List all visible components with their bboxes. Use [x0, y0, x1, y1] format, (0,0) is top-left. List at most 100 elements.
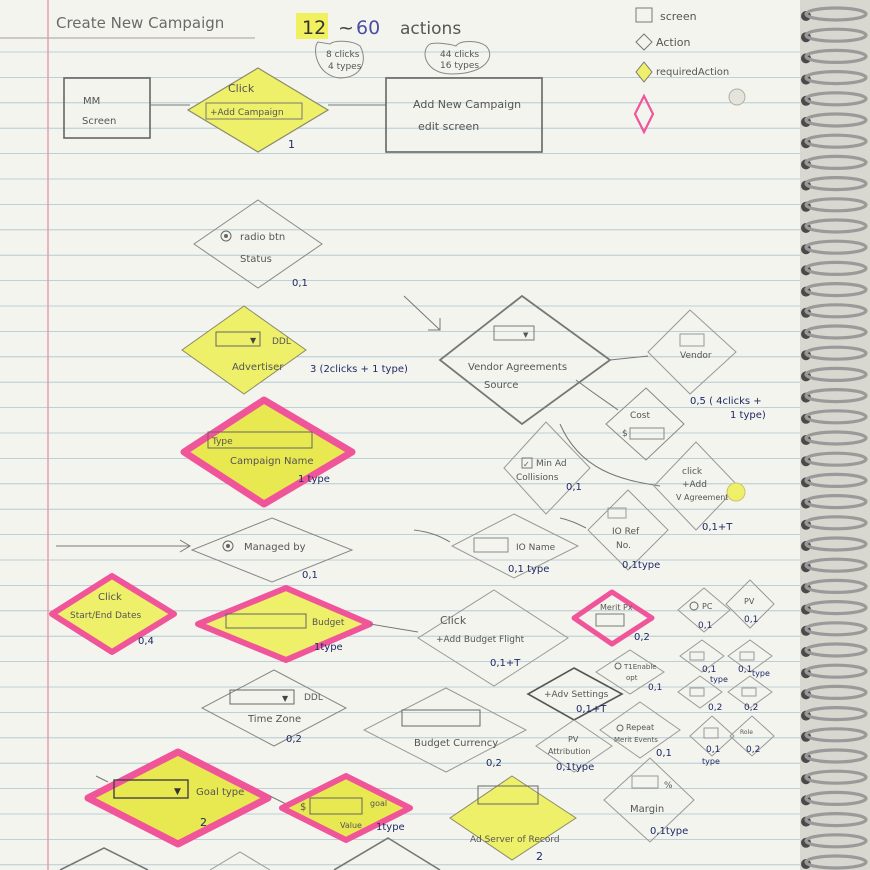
- status-diamond: [193, 199, 323, 289]
- edge-to-vendor: [609, 355, 649, 361]
- vendor-diamond: [647, 309, 737, 395]
- io-ref-label: IO Ref: [612, 527, 640, 537]
- edge-to-budget-flight: [369, 623, 419, 633]
- rule-lines: [0, 51, 800, 866]
- pc-label: PC: [702, 602, 713, 611]
- add-vagreement-click: click: [682, 467, 703, 477]
- vendor-ddl-sketch: [679, 333, 705, 347]
- small-setting-b-input: [739, 651, 755, 661]
- goal-type-ddl-sketch: [113, 779, 189, 799]
- goal-type-count: 2: [200, 816, 207, 829]
- radio-icon: [614, 662, 622, 670]
- checkbox-icon: [521, 457, 533, 469]
- add-campaign-diamond: [186, 67, 330, 153]
- advertiser-diamond: [181, 305, 307, 395]
- spiral-binding: [801, 6, 868, 870]
- budget-input-sketch: [225, 613, 307, 629]
- min-count-highlight: [296, 13, 328, 39]
- small-setting-e-input: [703, 727, 719, 739]
- radio-dot-icon: [224, 234, 228, 238]
- small-setting-b-diamond: [727, 639, 773, 673]
- spiral-coil: [804, 769, 868, 785]
- spiral-coil: [804, 366, 868, 382]
- goal-value-goal: goal: [370, 799, 387, 808]
- edit-screen-label-2: edit screen: [418, 120, 479, 133]
- edge-to-goal-type: [95, 775, 109, 783]
- mm-screen-label-1: MM: [83, 96, 100, 107]
- spiral-coil: [804, 154, 868, 170]
- status-label: Status: [240, 254, 272, 265]
- edge-to-goal-value: [269, 795, 287, 805]
- add-vagreement-label: V Agreement: [676, 493, 728, 502]
- min-note-types: 4 types: [328, 62, 362, 72]
- spiral-coil: [804, 705, 868, 722]
- radio-dot-icon: [226, 544, 230, 548]
- cost-currency-symbol: $: [622, 429, 628, 439]
- spiral-coil: [804, 833, 868, 849]
- pv-attribution-count: 0,1type: [556, 762, 594, 773]
- status-radio-label: radio btn: [240, 232, 285, 243]
- start-end-label: Start/End Dates: [70, 611, 141, 621]
- ad-server-count: 2: [536, 850, 543, 863]
- margin-count: 0,1type: [650, 826, 688, 837]
- vendor-agreements-label: Vendor Agreements: [468, 362, 567, 373]
- pv-attribution-label: Attribution: [548, 747, 591, 756]
- pv-attribution-pv: PV: [568, 735, 579, 744]
- small-setting-e-diamond: [689, 715, 735, 757]
- add-vagreement-count: 0,1+T: [702, 522, 733, 533]
- spiral-coil: [804, 282, 868, 298]
- legend-required-symbol: [635, 61, 653, 83]
- start-end-dates-diamond: [49, 573, 177, 655]
- spiral-coil: [804, 112, 868, 128]
- campaign-name-type: Type: [211, 437, 233, 447]
- managed-by-count: 0,1: [302, 570, 318, 581]
- goal-value-currency: $: [300, 802, 306, 813]
- small-setting-d-input: [741, 687, 757, 697]
- vendor-label: Vendor: [680, 351, 712, 361]
- t1-enable-count: 0,1: [648, 683, 662, 693]
- small-setting-d-diamond: [727, 675, 773, 709]
- add-vagreement-plus: +Add: [682, 480, 707, 490]
- pv-count: 0,1: [744, 615, 758, 625]
- small-setting-a-sub: type: [710, 675, 728, 684]
- spiral-coil: [804, 409, 868, 425]
- edge-to-add-vagreement: [559, 423, 661, 487]
- small-setting-a-input: [689, 651, 705, 661]
- cost-input-sketch: [629, 427, 665, 440]
- min-ad-collisions: Collisions: [516, 473, 559, 483]
- budget-label: Budget: [312, 618, 345, 628]
- spiral-coil: [804, 260, 868, 276]
- count-suffix: actions: [400, 19, 461, 39]
- vendor-group-count-1: 0,5 ( 4clicks +: [690, 396, 762, 407]
- budget-currency-diamond: [362, 687, 528, 773]
- goal-value-input-sketch: [309, 797, 363, 815]
- radio-icon: [616, 724, 624, 732]
- t1-enable-opt: opt: [626, 674, 638, 682]
- goal-value-label: Value: [340, 821, 362, 830]
- spiral-coil: [804, 854, 868, 870]
- time-zone-diamond: [200, 669, 348, 747]
- dropdown-arrow-icon: ▼: [250, 336, 257, 345]
- dropdown-arrow-icon: ▼: [282, 694, 289, 703]
- spiral-coil: [804, 430, 868, 446]
- time-zone-count: 0,2: [286, 734, 302, 745]
- legend-required-label: requiredAction: [656, 67, 729, 78]
- start-end-count: 0,4: [138, 636, 154, 647]
- spiral-coil: [804, 451, 868, 467]
- dropdown-arrow-icon: ▼: [174, 787, 181, 797]
- t1-enable-label: T1Enable: [623, 663, 657, 671]
- spiral-coil: [804, 578, 868, 595]
- small-setting-a-diamond: [679, 639, 725, 673]
- repeat-merit-diamond: [599, 701, 681, 759]
- add-vagreement-diamond: [653, 441, 739, 531]
- edge-to-io-ref: [559, 517, 587, 529]
- io-name-input-sketch: [473, 537, 509, 553]
- campaign-name-label: Campaign Name: [230, 456, 313, 467]
- budget-currency-count: 0,2: [486, 758, 502, 769]
- add-campaign-click: Click: [228, 82, 255, 95]
- goal-value-diamond: [279, 773, 413, 843]
- spiral-coil: [804, 303, 868, 319]
- min-ad-diamond: [503, 421, 591, 515]
- adv-settings-label: +Adv Settings: [544, 690, 609, 700]
- spiral-coil: [804, 515, 868, 531]
